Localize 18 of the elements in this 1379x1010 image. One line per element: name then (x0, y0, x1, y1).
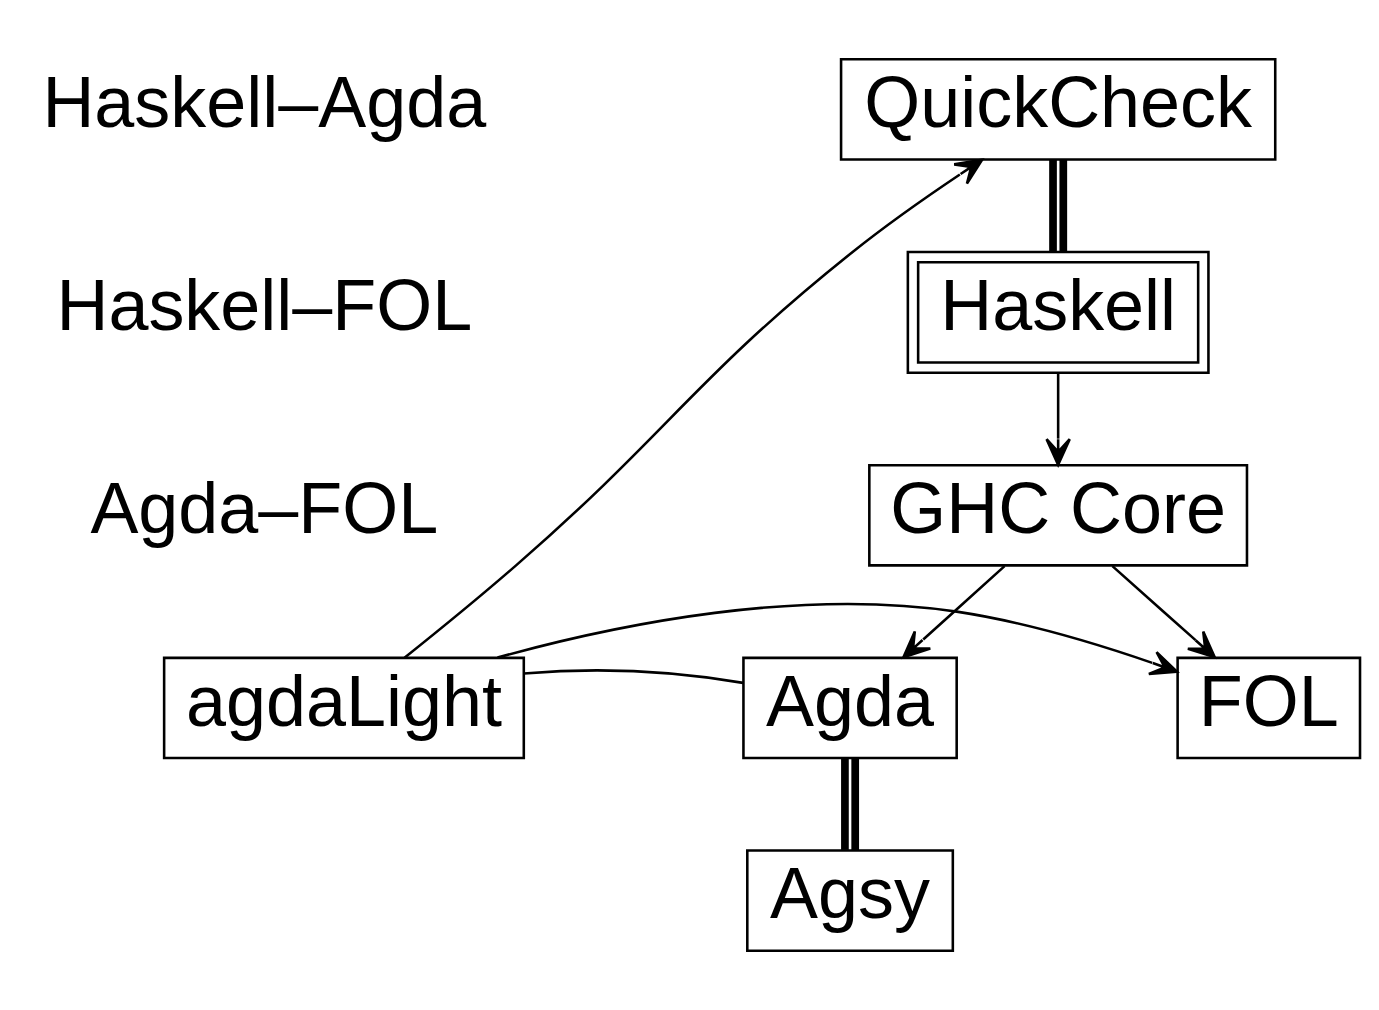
arrow (497, 602, 1179, 676)
connector (523, 669, 744, 685)
connector (1049, 159, 1068, 252)
node-box: Agda (742, 656, 958, 760)
arrow (1111, 565, 1216, 659)
node-box: agdaLight (162, 656, 526, 760)
node-box: GHC Core (868, 463, 1249, 567)
label: Haskell–Agda (42, 62, 487, 143)
node-box: QuickCheck (839, 58, 1277, 161)
node-box: Agsy (746, 849, 955, 952)
label: Agda–FOL (90, 468, 439, 548)
arrow (1045, 373, 1071, 467)
arrow (403, 158, 984, 659)
label: Haskell–FOL (56, 265, 473, 346)
connector (841, 758, 860, 850)
node-box: Haskell (906, 250, 1210, 374)
arrow (902, 565, 1006, 659)
node-box: FOL (1176, 656, 1362, 760)
